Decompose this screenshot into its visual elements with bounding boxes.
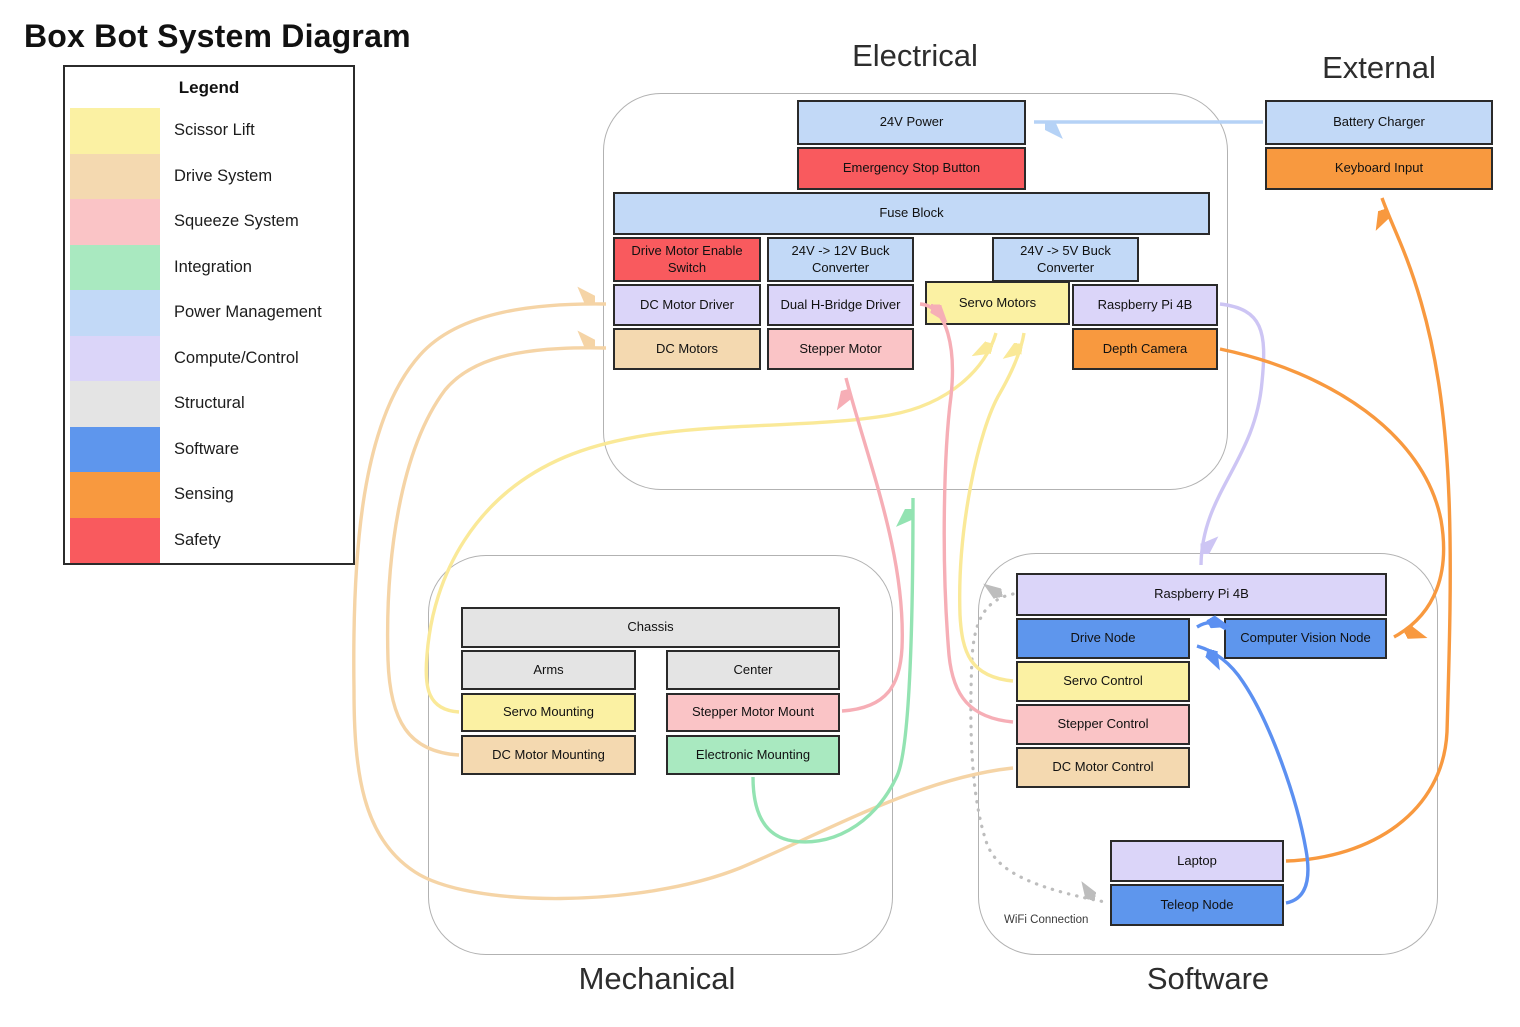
legend-swatch-integration xyxy=(70,244,160,290)
legend: Legend Scissor Lift Drive System Squeeze… xyxy=(63,65,355,565)
node-raspberry-pi-4b-software: Raspberry Pi 4B xyxy=(1016,573,1387,616)
node-servo-motors: Servo Motors xyxy=(925,281,1070,325)
node-laptop: Laptop xyxy=(1110,840,1284,882)
node-dual-h-bridge-driver: Dual H-Bridge Driver xyxy=(767,284,914,326)
node-computer-vision-node: Computer Vision Node xyxy=(1224,618,1387,659)
node-teleop-node: Teleop Node xyxy=(1110,884,1284,926)
legend-item: Drive System xyxy=(70,153,348,199)
legend-swatch-power-management xyxy=(70,290,160,336)
node-24v-12v-buck-converter: 24V -> 12V Buck Converter xyxy=(767,237,914,282)
legend-title: Legend xyxy=(178,78,240,97)
legend-rows: Scissor Lift Drive System Squeeze System… xyxy=(70,108,348,563)
legend-item: Integration xyxy=(70,244,348,290)
legend-swatch-scissor-lift xyxy=(70,108,160,154)
legend-swatch-safety xyxy=(70,517,160,563)
legend-item: Power Management xyxy=(70,290,348,336)
legend-swatch-drive-system xyxy=(70,153,160,199)
legend-swatch-squeeze-system xyxy=(70,199,160,245)
node-24v-5v-buck-converter: 24V -> 5V Buck Converter xyxy=(992,237,1139,282)
software-section-title: Software xyxy=(1146,961,1270,996)
legend-swatch-software xyxy=(70,426,160,472)
node-24v-power: 24V Power xyxy=(797,100,1026,145)
node-drive-motor-enable-switch: Drive Motor Enable Switch xyxy=(613,237,761,282)
node-dc-motor-mounting: DC Motor Mounting xyxy=(461,735,636,775)
legend-item: Software xyxy=(70,426,348,472)
legend-item: Sensing xyxy=(70,472,348,518)
wifi-connection-label: WiFi Connection xyxy=(1004,914,1089,926)
node-stepper-control: Stepper Control xyxy=(1016,704,1190,745)
node-dc-motors: DC Motors xyxy=(613,328,761,370)
node-electronic-mounting: Electronic Mounting xyxy=(666,735,840,775)
node-arms: Arms xyxy=(461,650,636,690)
node-emergency-stop-button: Emergency Stop Button xyxy=(797,147,1026,190)
node-dc-motor-driver: DC Motor Driver xyxy=(613,284,761,326)
legend-item: Structural xyxy=(70,381,348,427)
electrical-section-title: Electrical xyxy=(852,38,978,73)
external-section-title: External xyxy=(1322,50,1436,85)
node-chassis: Chassis xyxy=(461,607,840,648)
page-title: Box Bot System Diagram xyxy=(24,18,411,54)
legend-item: Safety xyxy=(70,517,348,563)
node-servo-control: Servo Control xyxy=(1016,661,1190,702)
node-depth-camera: Depth Camera xyxy=(1072,328,1218,370)
node-raspberry-pi-4b-electrical: Raspberry Pi 4B xyxy=(1072,284,1218,326)
legend-item: Scissor Lift xyxy=(70,108,348,154)
node-fuse-block: Fuse Block xyxy=(613,192,1210,235)
mechanical-section-title: Mechanical xyxy=(578,961,736,996)
node-battery-charger: Battery Charger xyxy=(1265,100,1493,145)
node-keyboard-input: Keyboard Input xyxy=(1265,147,1493,190)
node-servo-mounting: Servo Mounting xyxy=(461,693,636,732)
legend-item: Squeeze System xyxy=(70,199,348,245)
legend-item: Compute/Control xyxy=(70,335,348,381)
node-dc-motor-control: DC Motor Control xyxy=(1016,747,1190,788)
legend-swatch-compute-control xyxy=(70,335,160,381)
node-center: Center xyxy=(666,650,840,690)
node-stepper-motor: Stepper Motor xyxy=(767,328,914,370)
legend-swatch-structural xyxy=(70,381,160,427)
node-drive-node: Drive Node xyxy=(1016,618,1190,659)
legend-swatch-sensing xyxy=(70,472,160,518)
node-stepper-motor-mount: Stepper Motor Mount xyxy=(666,693,840,732)
